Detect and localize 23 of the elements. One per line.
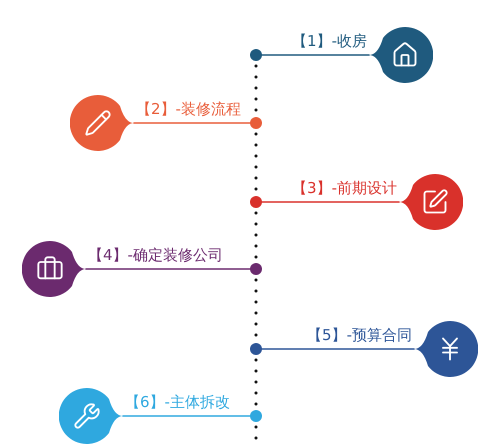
dotted-line bbox=[254, 64, 258, 114]
step-label: 【4】-确定装修公司 bbox=[88, 246, 223, 265]
step-label: 【1】-收房 bbox=[292, 32, 367, 51]
connector-line bbox=[85, 268, 251, 270]
dotted-line bbox=[254, 132, 258, 192]
dotted-line bbox=[254, 278, 258, 340]
timeline-dot bbox=[250, 117, 262, 129]
timeline-dot bbox=[250, 49, 262, 61]
connector-line bbox=[261, 54, 370, 56]
step-label: 【6】-主体拆改 bbox=[125, 393, 230, 412]
connector-line bbox=[133, 122, 251, 124]
dotted-line bbox=[254, 358, 258, 406]
step-label: 【2】-装修流程 bbox=[136, 100, 241, 119]
connector-line bbox=[261, 201, 400, 203]
timeline-dot bbox=[250, 263, 262, 275]
connector-line bbox=[261, 348, 415, 350]
timeline-dot bbox=[250, 196, 262, 208]
dotted-line bbox=[254, 212, 258, 260]
timeline-dot bbox=[250, 343, 262, 355]
timeline-dot bbox=[250, 410, 262, 422]
step-label: 【3】-前期设计 bbox=[292, 179, 397, 198]
step-label: 【5】-预算合同 bbox=[307, 326, 412, 345]
connector-line bbox=[122, 415, 251, 417]
